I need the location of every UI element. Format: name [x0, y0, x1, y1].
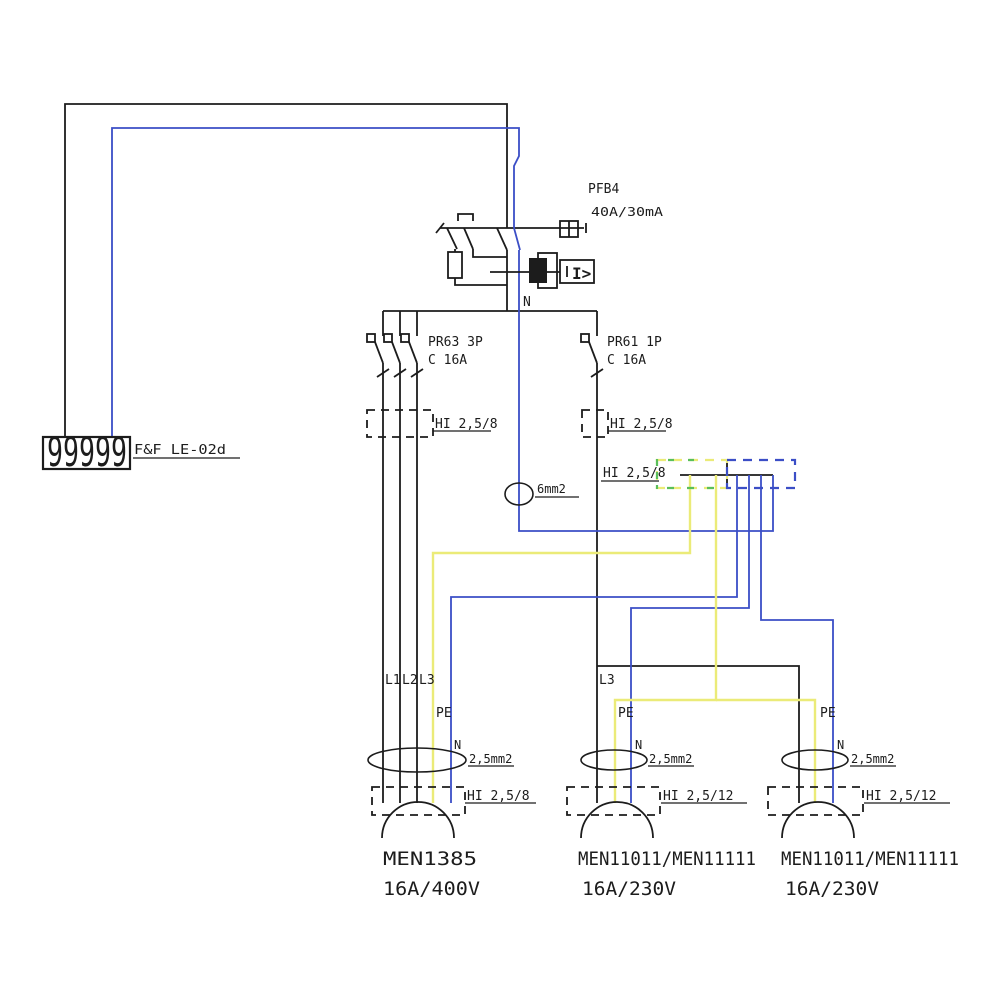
- socket1-cable-label: 2,5mm2: [469, 752, 512, 766]
- socket1-harness-label: HI 2,5/8: [467, 789, 530, 804]
- rcd-contact-phase: [496, 227, 508, 251]
- block-n-section: [725, 458, 797, 490]
- rcd-coupler-bracket: [457, 213, 474, 221]
- socket3-rating-label: 16A/230V: [785, 878, 879, 900]
- meter-display: 99999: [47, 430, 127, 476]
- rcd-toroid-core: [529, 258, 547, 283]
- neutral-cable-label: 6mm2: [537, 482, 566, 496]
- rcd-contact-test: [446, 227, 458, 250]
- harness-box-socket3: [767, 786, 864, 816]
- neutral-feed-wire: [111, 127, 520, 438]
- rcd-contact-neutral: [513, 227, 521, 251]
- socket1-model-label: MEN1385: [383, 848, 477, 870]
- rcd-model-label: PFB4: [588, 182, 619, 197]
- socket3-model-label: MEN11011/MEN11111: [781, 848, 959, 870]
- cable-marker-socket2: [580, 749, 648, 771]
- phase-l1-label: L1: [385, 673, 401, 688]
- cable-markers: [367, 482, 849, 773]
- harness-box-socket1: [371, 786, 466, 816]
- socket3-cable-label: 2,5mm2: [851, 752, 894, 766]
- meter-box: [41, 435, 132, 471]
- label-underlines: [433, 430, 950, 804]
- labels: PFB4 40A/30mA N PR63 3P C 16A HI 2,5/8 P…: [383, 182, 959, 900]
- pe-wires: [431, 475, 817, 803]
- energy-meter: 99999 F&F LE-02d: [41, 430, 240, 476]
- socket-symbols: [381, 801, 855, 839]
- socket3-harness-label: HI 2,5/12: [866, 789, 936, 804]
- rcd-contact-aux: [463, 227, 474, 250]
- rcd-rating-label: 40A/30mA: [591, 205, 664, 219]
- neutral-socket2: [630, 475, 750, 803]
- cable-marker-neutral-6mm: [504, 482, 534, 506]
- breaker-pr63-poles: [366, 333, 424, 378]
- rcd-test-resistor: [447, 251, 463, 279]
- neutral-wires: [111, 127, 834, 803]
- branch-phase-label: L3: [599, 673, 615, 688]
- pr63-rating-label: C 16A: [428, 353, 467, 368]
- neutral-main-run: [518, 250, 774, 532]
- phase-feed-wire: [64, 103, 508, 438]
- neutral-socket3: [760, 475, 834, 803]
- distribution-block: [655, 458, 797, 490]
- socket2-harness-label: HI 2,5/12: [663, 789, 733, 804]
- phase-l3-label: L3: [419, 673, 435, 688]
- harness-box-pr63: [366, 409, 434, 438]
- socket2-model-label: MEN11011/MEN11111: [578, 848, 756, 870]
- rcd-core-assembly: I>: [490, 252, 595, 289]
- block-harness-label: HI 2,5/8: [603, 466, 666, 481]
- socket2-pe-label: PE: [618, 706, 634, 721]
- pr63-harness-label: HI 2,5/8: [435, 417, 498, 432]
- socket1-rating-label: 16A/400V: [383, 878, 480, 900]
- socket3-symbol: [781, 801, 855, 839]
- socket1-neutral-label: N: [454, 738, 461, 752]
- socket2-symbol: [580, 801, 654, 839]
- rcd-bar-left-tick: [435, 222, 445, 234]
- cable-marker-socket1: [367, 747, 467, 773]
- harness-boxes: [366, 409, 864, 816]
- meter-model-label: F&F LE-02d: [134, 443, 226, 458]
- phase-l2-label: L2: [402, 673, 418, 688]
- wire-l3-socket3: [597, 665, 800, 803]
- neutral-socket1: [450, 475, 738, 803]
- breaker-pr61-pole: [580, 333, 604, 378]
- pe-socket1: [431, 475, 692, 803]
- socket2-rating-label: 16A/230V: [582, 878, 676, 900]
- rcd-test-button: [559, 220, 587, 238]
- socket3-pe-label: PE: [820, 706, 836, 721]
- pr63-model-label: PR63 3P: [428, 335, 483, 350]
- rcd-neutral-label: N: [523, 295, 531, 310]
- pr61-model-label: PR61 1P: [607, 335, 662, 350]
- pe-socket3: [716, 698, 817, 803]
- socket2-neutral-label: N: [635, 738, 642, 752]
- phase-wires: [64, 103, 800, 803]
- pe-socket2: [613, 475, 718, 803]
- socket2-cable-label: 2,5mm2: [649, 752, 692, 766]
- socket1-pe-label: PE: [436, 706, 452, 721]
- socket1-symbol: [381, 801, 455, 839]
- cable-marker-socket3: [781, 749, 849, 771]
- pr61-rating-label: C 16A: [607, 353, 646, 368]
- socket3-neutral-label: N: [837, 738, 844, 752]
- rcd-trip-coil-box: [559, 259, 595, 284]
- harness-box-pr61: [581, 409, 609, 438]
- pr61-harness-label: HI 2,5/8: [610, 417, 673, 432]
- rcd-trip-symbol: I>: [572, 264, 591, 283]
- harness-box-socket2: [566, 786, 661, 816]
